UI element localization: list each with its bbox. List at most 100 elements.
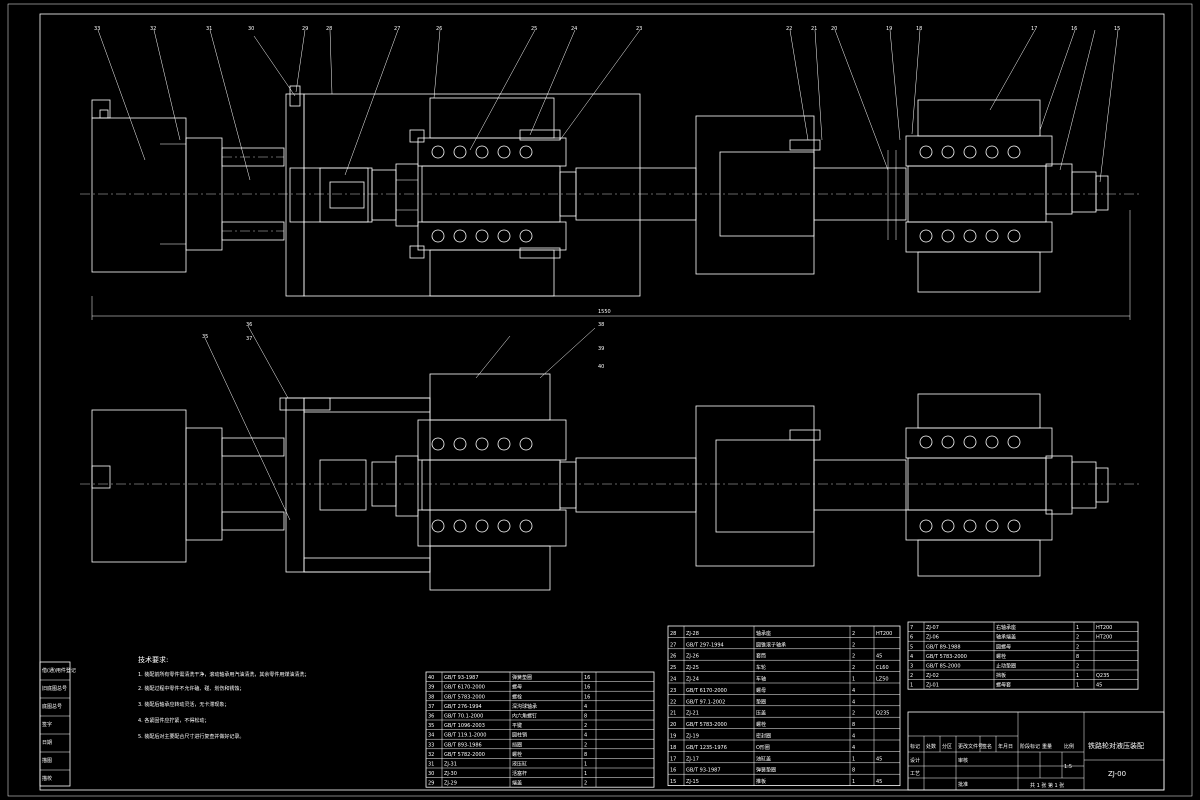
sheet-count: 共 1 张 第 1 张 bbox=[1030, 782, 1064, 789]
svg-text:22: 22 bbox=[786, 26, 792, 32]
technical-requirements: 技术要求: 1. 装配前所有零件需清洗干净，滚动轴承用汽油清洗，其余零件用煤油清… bbox=[138, 655, 309, 740]
svg-text:16: 16 bbox=[1071, 26, 1077, 32]
bom-left-row-30-code: ZJ-30 bbox=[444, 771, 457, 777]
svg-text:描图: 描图 bbox=[42, 757, 52, 764]
svg-text:35: 35 bbox=[202, 334, 208, 340]
bom-left-row-35-code: GB/T 1096-2003 bbox=[444, 723, 485, 729]
bom-right-row-1-mat: 45 bbox=[1096, 683, 1102, 689]
bom-right-row-1-no: 1 bbox=[910, 683, 913, 689]
bom-mid-row-22-code: GB/T 97.1-2002 bbox=[686, 699, 725, 705]
bom-left-row-33-code: GB/T 893-1986 bbox=[444, 742, 482, 748]
svg-text:25: 25 bbox=[531, 26, 537, 32]
svg-text:工艺: 工艺 bbox=[910, 771, 920, 777]
press-frame bbox=[303, 93, 641, 297]
svg-text:39: 39 bbox=[598, 346, 604, 352]
bom-right-row-4-code: GB/T 5783-2000 bbox=[926, 654, 967, 660]
bom-left-row-34-name: 圆柱销 bbox=[512, 732, 527, 739]
bom-mid-row-18-qty: 4 bbox=[852, 745, 855, 751]
bom-mid-row-25-no: 25 bbox=[670, 665, 676, 671]
drawing-code: ZJ-00 bbox=[1108, 770, 1126, 778]
bom-mid-row-16-name: 弹簧垫圈 bbox=[756, 767, 776, 774]
bom-mid-row-23-qty: 4 bbox=[852, 688, 855, 694]
bom-left-row-30-qty: 1 bbox=[584, 771, 587, 777]
svg-text:签名: 签名 bbox=[982, 743, 992, 750]
bom-left-row-39-code: GB/T 6170-2000 bbox=[444, 685, 485, 691]
bom-mid-row-27-code: GB/T 297-1994 bbox=[686, 642, 724, 648]
bom-mid-row-22-name: 垫圈 bbox=[756, 698, 766, 705]
bom-left-row-29-qty: 2 bbox=[584, 781, 587, 787]
left-bearing-housing-bottom bbox=[429, 249, 555, 297]
bom-mid-row-21-qty: 2 bbox=[852, 711, 855, 717]
bom-left-row-37-code: GB/T 276-1994 bbox=[444, 704, 482, 710]
bom-mid-row-23-no: 23 bbox=[670, 688, 676, 694]
right-bearing-housing-bottom bbox=[917, 251, 1041, 293]
bottom-balloon-labels: 35 36 37 38 39 40 bbox=[202, 322, 604, 370]
bom-mid-row-21-mat: Q235 bbox=[876, 711, 889, 717]
bom-mid-row-25-qty: 2 bbox=[852, 665, 855, 671]
drawing-frame bbox=[7, 3, 1193, 797]
bom-left-row-32-code: GB/T 5782-2000 bbox=[444, 752, 485, 758]
svg-text:18: 18 bbox=[916, 26, 922, 32]
bom-mid-row-15-no: 15 bbox=[670, 779, 676, 785]
svg-text:38: 38 bbox=[598, 322, 604, 328]
svg-text:日期: 日期 bbox=[42, 740, 52, 746]
bom-right-row-7-qty: 1 bbox=[1076, 625, 1079, 631]
bom-mid-row-26-code: ZJ-26 bbox=[686, 654, 699, 660]
bom-mid-row-15-mat: 45 bbox=[876, 779, 882, 785]
bom-right-row-6-no: 6 bbox=[910, 635, 913, 641]
bom-mid-row-18-no: 18 bbox=[670, 745, 676, 751]
bom-left-row-36-no: 36 bbox=[428, 714, 434, 720]
bom-mid-row-24-mat: LZ50 bbox=[876, 677, 889, 683]
bom-mid-row-24-qty: 1 bbox=[852, 677, 855, 683]
bom-left-row-34-qty: 4 bbox=[584, 733, 587, 739]
bom-left-row-39-no: 39 bbox=[428, 685, 434, 691]
svg-text:31: 31 bbox=[206, 26, 212, 32]
drawing-name: 铁路轮对液压装配 bbox=[1088, 741, 1144, 750]
svg-text:33: 33 bbox=[94, 26, 100, 32]
svg-text:27: 27 bbox=[394, 26, 400, 32]
bom-left-row-32-qty: 8 bbox=[584, 752, 587, 758]
bom-right-row-7-name: 右轴承座 bbox=[996, 624, 1016, 631]
svg-text:处数: 处数 bbox=[926, 743, 936, 750]
bom-mid-row-18-name: O形圈 bbox=[756, 744, 770, 751]
bom-mid-row-20-code: GB/T 5783-2000 bbox=[686, 722, 727, 728]
left-bearing-balls bbox=[431, 145, 533, 243]
bom-right-row-5-name: 圆螺母 bbox=[996, 643, 1011, 650]
bom-right-row-3-no: 3 bbox=[910, 664, 913, 670]
tech-req-4: 4. 各紧固件应拧紧，不得松动； bbox=[138, 717, 209, 724]
bom-left-row-29-name: 端盖 bbox=[512, 780, 522, 787]
svg-text:29: 29 bbox=[302, 26, 308, 32]
bom-mid-row-16-qty: 8 bbox=[852, 768, 855, 774]
svg-text:40: 40 bbox=[598, 364, 604, 370]
bom-mid-row-27-name: 圆锥滚子轴承 bbox=[756, 641, 786, 648]
bom-left-row-36-code: GB/T 70.1-2000 bbox=[444, 714, 483, 720]
bom-mid-row-21-name: 压盖 bbox=[756, 710, 766, 717]
svg-text:批准: 批准 bbox=[958, 781, 968, 788]
bom-mid-row-24-name: 车轴 bbox=[756, 676, 766, 683]
bom-mid-row-17-code: ZJ-17 bbox=[686, 756, 699, 762]
bom-left-row-39-name: 螺母 bbox=[512, 684, 522, 691]
bom-mid-row-21-code: ZJ-21 bbox=[686, 711, 699, 717]
svg-text:阶段标记: 阶段标记 bbox=[1020, 743, 1040, 750]
svg-text:底图总号: 底图总号 bbox=[42, 703, 62, 710]
bom-mid-row-15-qty: 1 bbox=[852, 779, 855, 785]
bom-right-row-7-mat: HT200 bbox=[1096, 625, 1112, 631]
bom-mid-row-23-name: 螺母 bbox=[756, 687, 766, 694]
bom-left-row-37-name: 深沟球轴承 bbox=[512, 703, 537, 710]
svg-text:23: 23 bbox=[636, 26, 642, 32]
bom-right-row-7-code: ZJ-07 bbox=[926, 625, 939, 631]
bom-right-row-3-qty: 2 bbox=[1076, 664, 1079, 670]
svg-text:签字: 签字 bbox=[42, 721, 52, 728]
left-bearing-housing-top bbox=[429, 97, 555, 139]
bom-mid-row-28-code: ZJ-28 bbox=[686, 631, 699, 637]
bom-mid-row-19-code: ZJ-19 bbox=[686, 734, 699, 740]
bottom-assembly-view: 35 36 37 38 39 40 bbox=[80, 322, 1140, 591]
bom-mid-row-20-name: 螺栓 bbox=[756, 721, 766, 728]
svg-text:分区: 分区 bbox=[942, 743, 952, 750]
piston-rod bbox=[289, 167, 373, 223]
bom-left-row-31-name: 液压缸 bbox=[512, 761, 527, 768]
bom-left-row-38-no: 38 bbox=[428, 694, 434, 700]
bom-right-row-2-qty: 1 bbox=[1076, 673, 1079, 679]
